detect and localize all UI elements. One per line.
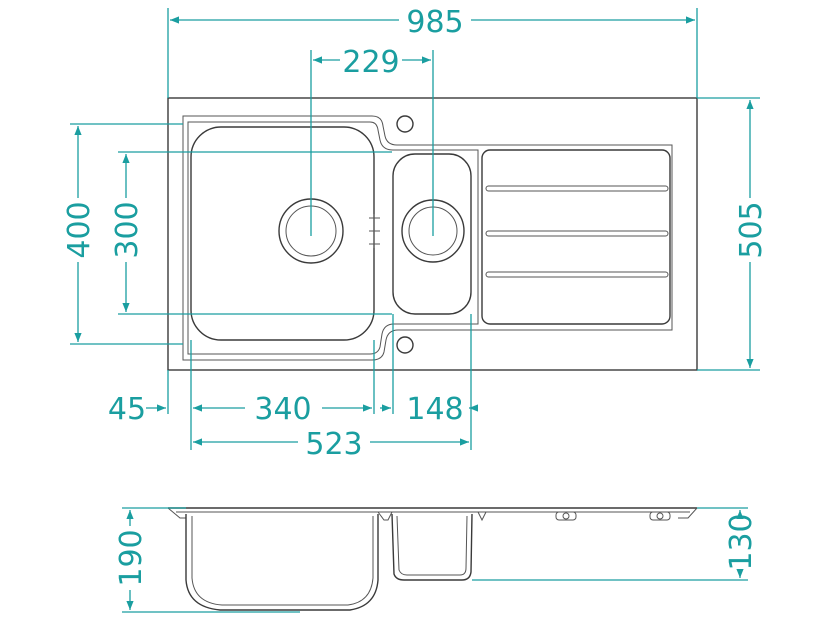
dim-small-bowl-width: 148 <box>406 392 463 427</box>
top-view-dimensions: 985 229 505 400 300 45 <box>62 5 769 462</box>
dim-main-bowl-outer-depth: 400 <box>62 201 97 258</box>
dim-overall-depth: 505 <box>734 201 769 258</box>
side-main-bowl-inner <box>191 516 374 606</box>
drainer-groove <box>485 185 669 192</box>
dim-main-bowl-height: 190 <box>114 529 149 586</box>
drainer-outline <box>481 149 671 325</box>
bowls-rim-outline <box>182 115 673 361</box>
tap-hole-bottom <box>396 336 414 354</box>
tap-hole-top <box>396 115 414 133</box>
side-small-bowl-inner <box>396 515 468 576</box>
dim-overall-width: 985 <box>406 5 463 40</box>
side-rim-left-lip <box>167 507 186 519</box>
side-bowl-divider <box>377 511 393 521</box>
drainer <box>481 149 671 325</box>
dim-bowl-center-distance: 229 <box>342 45 399 80</box>
main-bowl <box>190 126 375 341</box>
side-small-bowl <box>391 513 473 581</box>
bowls-rim-inner <box>187 121 479 355</box>
dim-main-bowl-inner-depth: 300 <box>110 201 145 258</box>
dim-edge-offset: 45 <box>108 392 146 427</box>
dim-bowls-combined-width: 523 <box>305 427 362 462</box>
dim-small-bowl-height: 130 <box>724 513 759 570</box>
overflow-slots <box>369 214 380 248</box>
drainer-groove <box>485 271 669 278</box>
drainer-groove <box>485 230 669 237</box>
side-rim-right-lip <box>678 507 698 519</box>
small-bowl <box>392 153 472 315</box>
side-drainer-support <box>477 511 487 522</box>
side-main-bowl <box>185 514 379 611</box>
top-view <box>167 97 698 371</box>
side-clip-right <box>649 511 671 521</box>
dim-main-bowl-width: 340 <box>254 392 311 427</box>
side-view-dimensions: 190 130 <box>114 507 759 613</box>
side-view <box>167 507 698 611</box>
side-clip-left <box>555 511 577 521</box>
